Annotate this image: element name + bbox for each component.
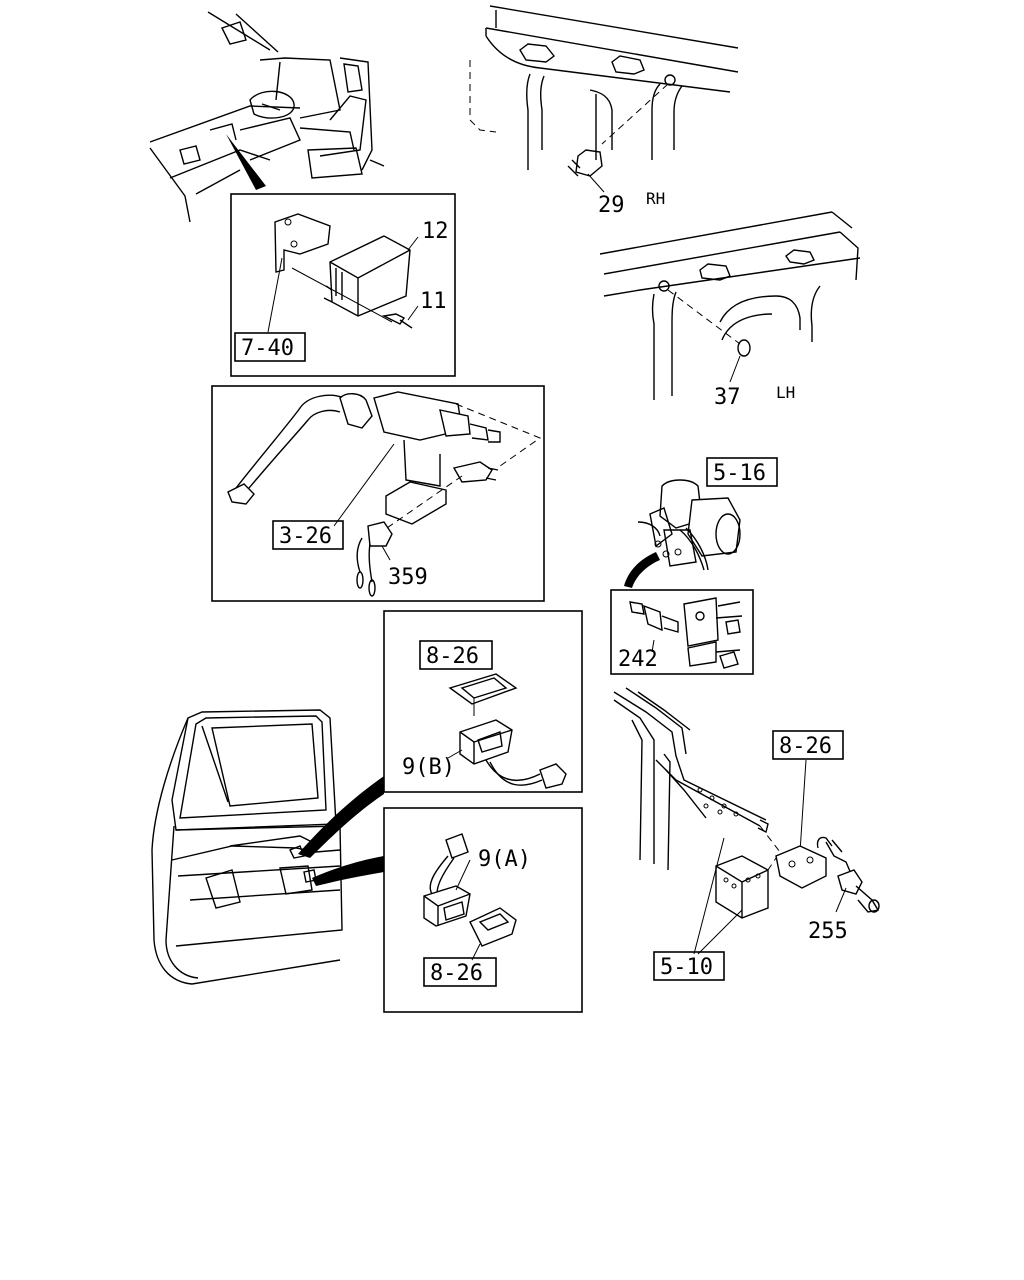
callout-5-10: 5-10	[660, 955, 713, 980]
frame-bracket-illustration: 8-26 255 5-10	[613, 687, 880, 981]
reference-box-7-40	[234, 332, 306, 362]
door-illustration	[151, 709, 384, 985]
callout-37: 37	[714, 385, 741, 410]
callout-359: 359	[388, 565, 428, 590]
roof-lh-illustration: 37 LH	[599, 211, 861, 410]
side-label-lh: LH	[776, 383, 795, 402]
callout-9b: 9(B)	[402, 755, 455, 780]
roof-rh-illustration: 29 RH	[469, 5, 739, 218]
shift-lever-detail-panel: 3-26 359	[211, 385, 545, 602]
callout-3-26: 3-26	[279, 524, 332, 549]
reference-box-5-10	[653, 951, 725, 981]
reference-box-8-26-bottom	[423, 957, 497, 987]
callout-11: 11	[420, 289, 447, 314]
motor-illustration: 5-16 242	[610, 457, 778, 675]
reference-box-5-16	[706, 457, 778, 487]
callout-8-26-right: 8-26	[779, 734, 832, 759]
callout-7-40: 7-40	[241, 336, 294, 361]
callout-255: 255	[808, 919, 848, 944]
callout-8-26-bottom: 8-26	[430, 961, 483, 986]
reference-box-8-26-top	[419, 640, 493, 670]
relay-detail-panel: 12 11 7-40	[230, 193, 456, 377]
switch-9b-detail-panel: 8-26 9(B)	[383, 610, 583, 793]
callout-242: 242	[618, 647, 658, 672]
cab-interior-illustration	[149, 11, 385, 223]
callout-9a: 9(A)	[478, 847, 531, 872]
callout-5-16: 5-16	[713, 461, 766, 486]
switch-detail-panel	[610, 589, 754, 675]
switch-9a-detail-panel: 9(A) 8-26	[383, 807, 583, 1013]
side-label-rh: RH	[646, 189, 665, 208]
callout-29: 29	[598, 193, 625, 218]
callout-8-26-top: 8-26	[426, 644, 479, 669]
callout-12: 12	[422, 219, 449, 244]
reference-box-3-26	[272, 520, 344, 550]
reference-box-8-26-right	[772, 730, 844, 760]
